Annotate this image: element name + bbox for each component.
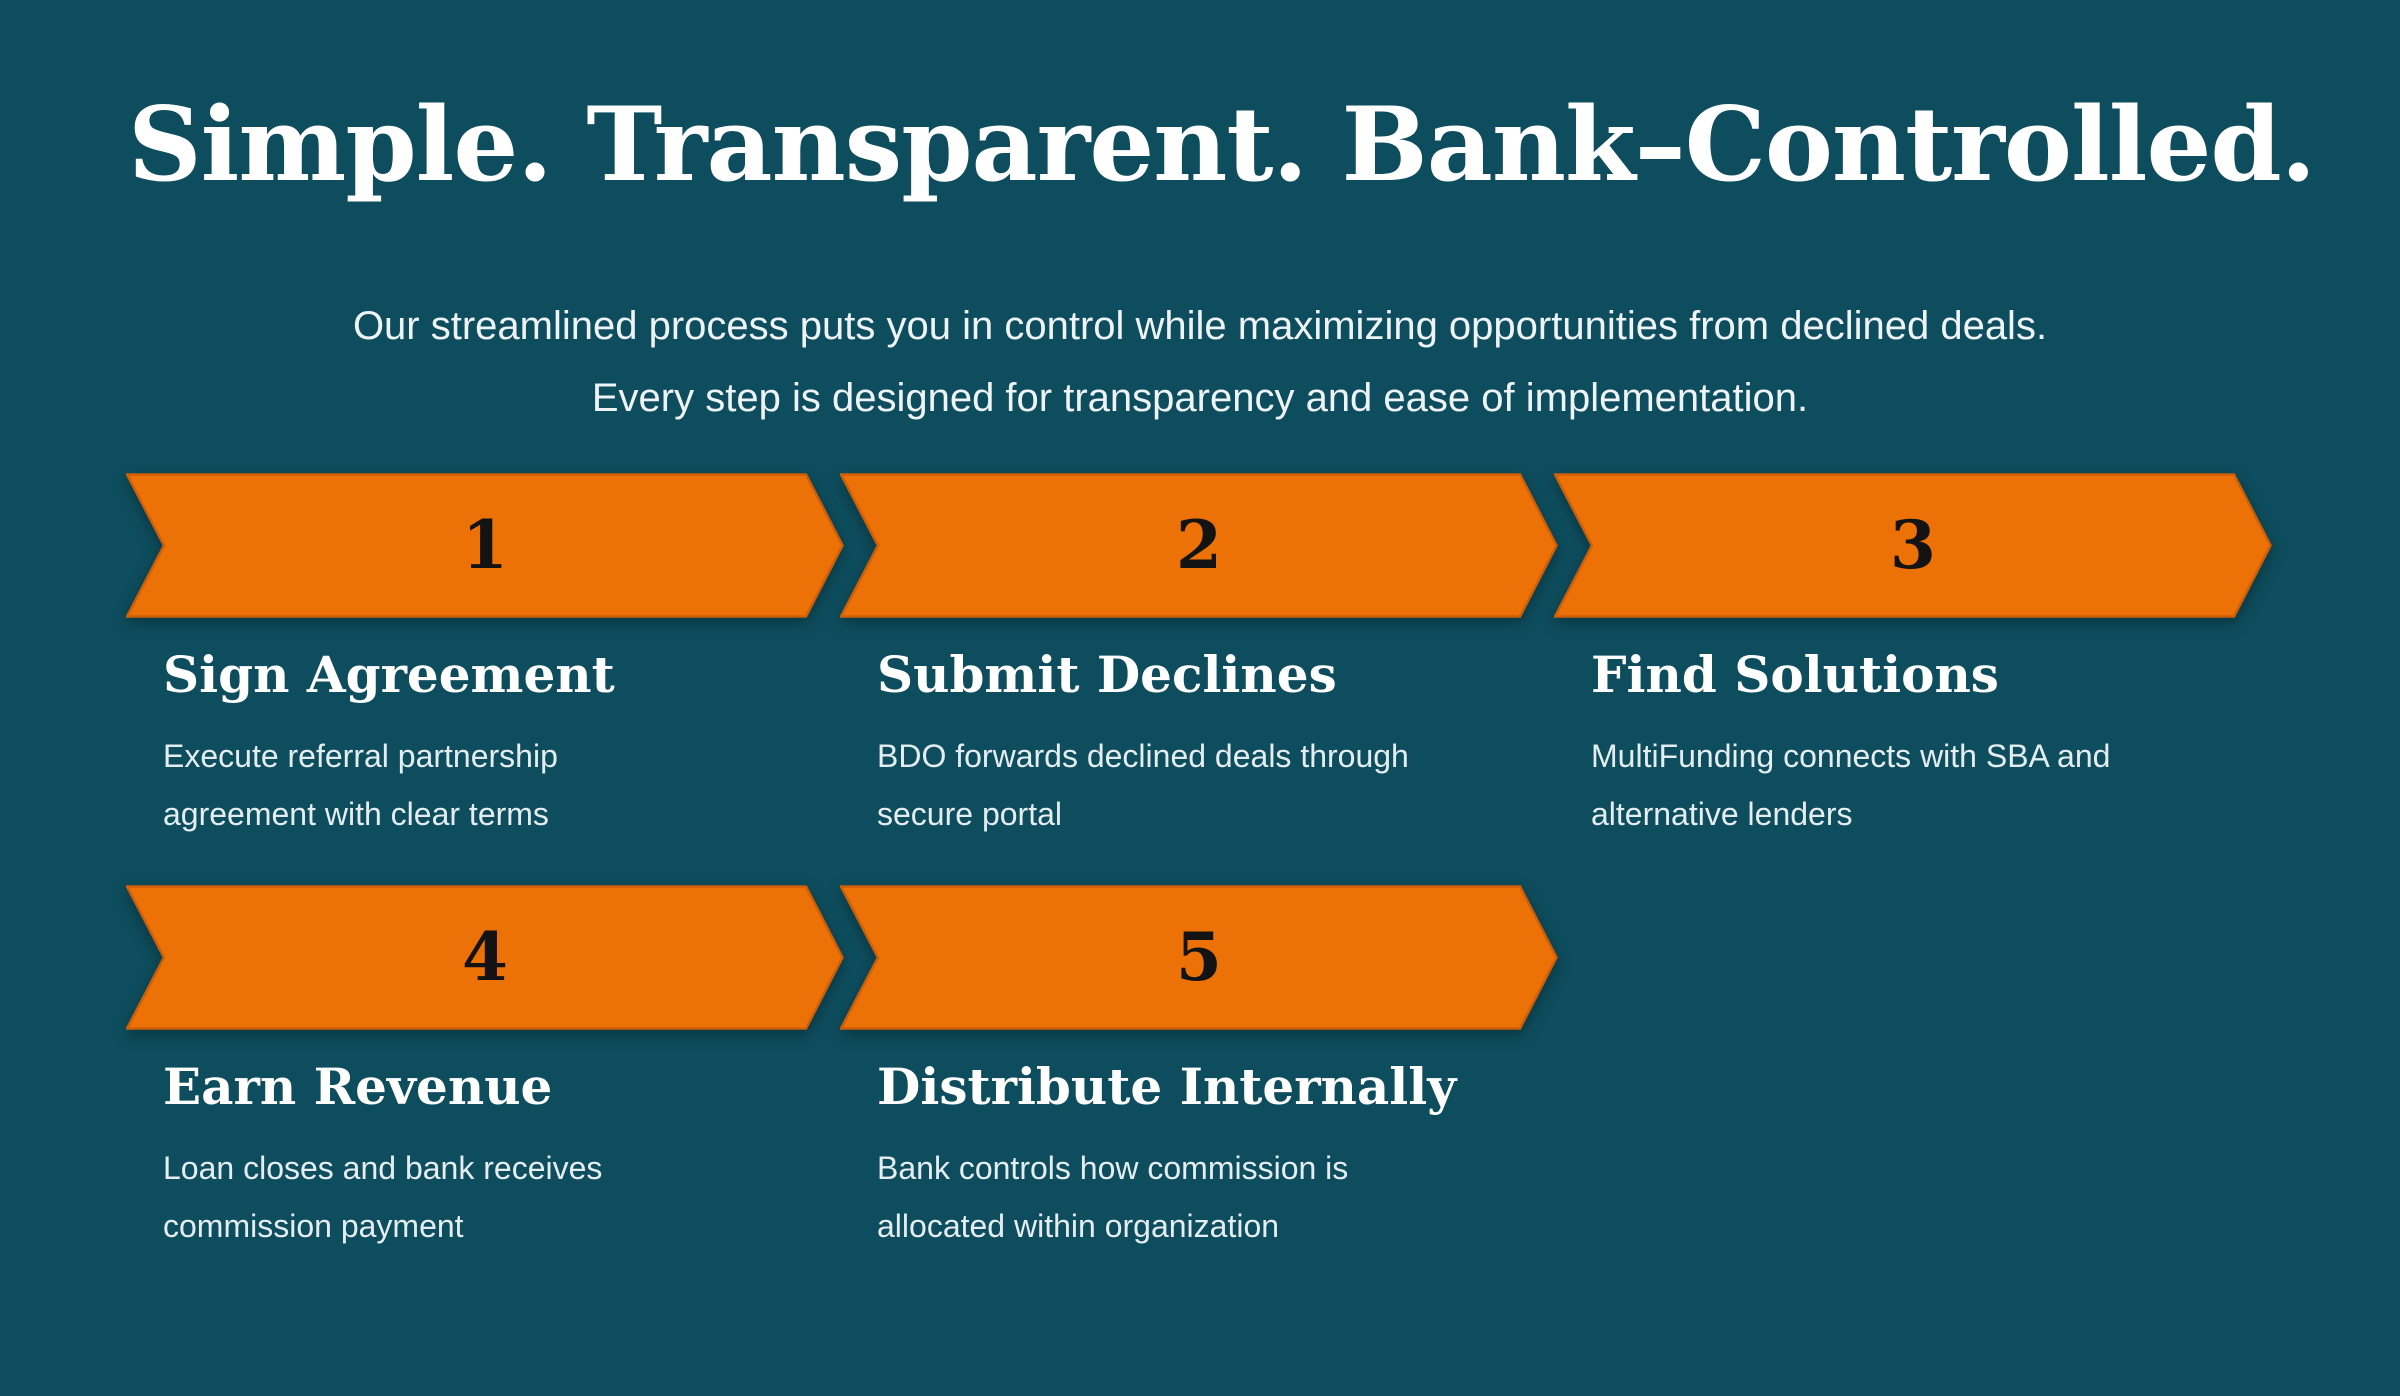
step-description-line-1: BDO forwards declined deals through	[877, 738, 1409, 774]
chevron-arrow-shape: 1	[126, 473, 844, 618]
chevron-arrow-shape: 3	[1554, 473, 2272, 618]
step-number: 2	[1176, 506, 1222, 584]
step-number: 1	[462, 506, 508, 584]
step-description-line-1: Loan closes and bank receives	[163, 1150, 603, 1186]
step-description-line-2: allocated within organization	[877, 1208, 1280, 1244]
page-subtitle: Our streamlined process puts you in cont…	[0, 290, 2400, 434]
step-description-line-1: MultiFunding connects with SBA and	[1591, 738, 2111, 774]
step-description-line-2: commission payment	[163, 1208, 464, 1244]
step-description: MultiFunding connects with SBA and alter…	[1591, 727, 2110, 843]
step-description: Bank controls how commission is allocate…	[877, 1139, 1348, 1255]
subtitle-line-2: Every step is designed for transparency …	[591, 376, 1809, 420]
step-number: 5	[1176, 918, 1222, 996]
process-step-3: 3 Find Solutions MultiFunding connects w…	[1554, 473, 2272, 885]
step-description: BDO forwards declined deals through secu…	[877, 727, 1409, 843]
step-title: Distribute Internally	[877, 1057, 1457, 1116]
process-step-5: 5 Distribute Internally Bank controls ho…	[840, 885, 1558, 1297]
process-step-2: 2 Submit Declines BDO forwards declined …	[840, 473, 1558, 885]
process-step-1: 1 Sign Agreement Execute referral partne…	[126, 473, 844, 885]
step-number: 4	[462, 918, 508, 996]
step-title: Submit Declines	[877, 645, 1337, 704]
step-number: 3	[1890, 506, 1936, 584]
chevron-arrow-shape: 4	[126, 885, 844, 1030]
step-description-line-2: alternative lenders	[1591, 796, 1853, 832]
chevron-arrow-shape: 2	[840, 473, 1558, 618]
step-title: Sign Agreement	[163, 645, 615, 704]
chevron-arrow-shape: 5	[840, 885, 1558, 1030]
step-description-line-2: agreement with clear terms	[163, 796, 549, 832]
step-description: Loan closes and bank receives commission…	[163, 1139, 602, 1255]
subtitle-line-1: Our streamlined process puts you in cont…	[352, 304, 2048, 348]
step-title: Earn Revenue	[163, 1057, 553, 1116]
step-description: Execute referral partnership agreement w…	[163, 727, 558, 843]
step-description-line-1: Execute referral partnership	[163, 738, 558, 774]
step-description-line-1: Bank controls how commission is	[877, 1150, 1349, 1186]
process-step-4: 4 Earn Revenue Loan closes and bank rece…	[126, 885, 844, 1297]
page-title: Simple. Transparent. Bank–Controlled.	[128, 85, 2316, 205]
step-title: Find Solutions	[1591, 645, 1999, 704]
step-description-line-2: secure portal	[877, 796, 1062, 832]
